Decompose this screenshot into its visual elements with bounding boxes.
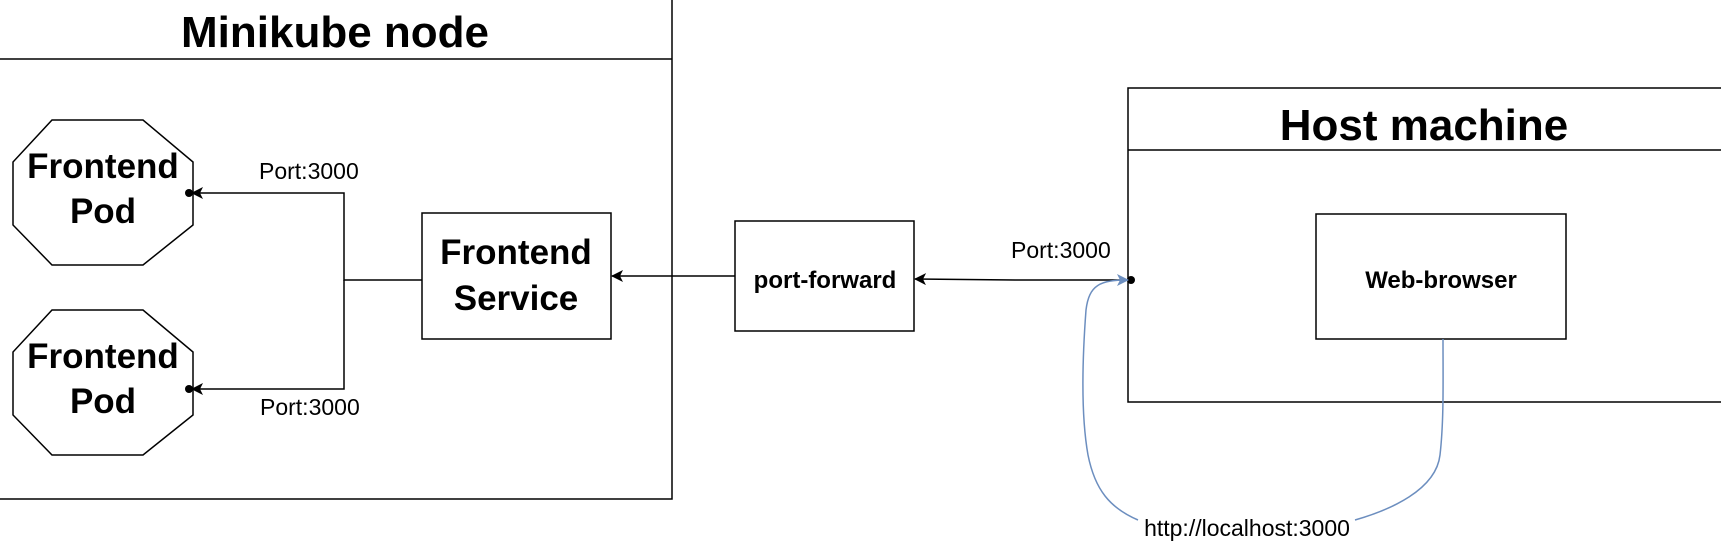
minikube-node-title: Minikube node xyxy=(181,8,489,57)
localhost-url-label: http://localhost:3000 xyxy=(1144,515,1350,541)
edge-url-to-host-port xyxy=(1082,274,1139,521)
host-machine-title: Host machine xyxy=(1280,101,1569,150)
web-browser: Web-browser xyxy=(1315,213,1567,340)
pod-1-label-line2: Pod xyxy=(70,192,136,231)
service-to-pods-edges: Port:3000 Port:3000 xyxy=(185,158,422,420)
port-forward: port-forward xyxy=(734,220,915,332)
frontend-pod-2: Frontend Pod xyxy=(12,309,194,456)
edge-service-to-pod-1 xyxy=(191,187,422,281)
frontend-service-box xyxy=(421,212,612,340)
edge-browser-to-url xyxy=(1354,338,1444,521)
host-port-dot xyxy=(1127,276,1135,284)
web-browser-label: Web-browser xyxy=(1365,267,1517,294)
pod-2-octagon xyxy=(12,309,194,456)
edge-service-to-pod-2 xyxy=(191,280,345,395)
pod-1-label-line1: Frontend xyxy=(27,147,179,186)
pod-2-label-line1: Frontend xyxy=(27,337,179,376)
edge-host-to-port-forward xyxy=(914,273,1130,286)
port-forward-box xyxy=(734,220,915,332)
frontend-service: Frontend Service xyxy=(421,212,612,340)
web-browser-box xyxy=(1315,213,1567,340)
pod-1-port-dot xyxy=(185,189,193,197)
frontend-pod-1: Frontend Pod xyxy=(12,119,194,266)
frontend-service-label-line1: Frontend xyxy=(440,233,592,272)
frontend-service-label-line2: Service xyxy=(454,279,579,318)
pod-2-label-line2: Pod xyxy=(70,382,136,421)
pod-2-port-label: Port:3000 xyxy=(260,394,360,420)
port-forward-label: port-forward xyxy=(754,267,897,294)
pod-1-port-label: Port:3000 xyxy=(259,158,359,184)
host-port-label: Port:3000 xyxy=(1011,237,1111,263)
pod-2-port-dot xyxy=(185,385,193,393)
pod-1-octagon xyxy=(12,119,194,266)
